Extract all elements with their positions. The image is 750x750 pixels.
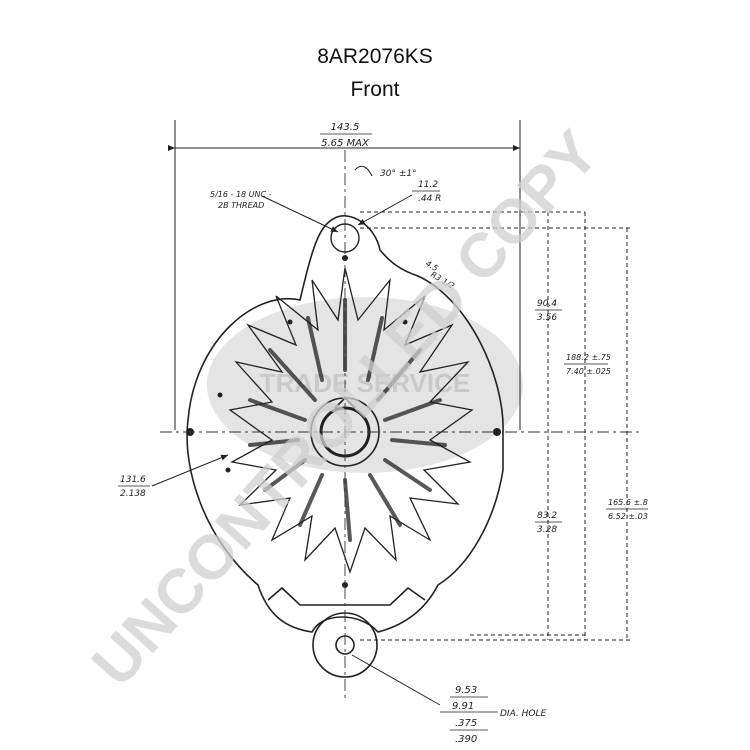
vent-slots	[248, 298, 447, 542]
hole-dim-a: 9.53	[455, 685, 477, 696]
bottom-mount-lug	[267, 586, 426, 678]
overall-width-dimension	[168, 120, 521, 430]
watermark-logo-text: TRADE SERVICE	[260, 368, 470, 398]
boss-angle-note: 30° ±1°	[380, 169, 417, 179]
right-dimension-lines	[360, 211, 630, 641]
thread-note-line2: 2B THREAD	[218, 201, 264, 210]
mount-span-in: 7.40 ±.025	[566, 367, 611, 376]
lower-height-in: 3.28	[537, 525, 557, 535]
overall-width-mm: 143.5	[331, 122, 360, 133]
overall-width-in: 5.65 MAX	[321, 138, 370, 149]
hole-label: DIA. HOLE	[500, 709, 546, 719]
upper-height-mm: 90.4	[537, 299, 557, 309]
total-right-mm: 165.6 ±.8	[608, 498, 648, 507]
boss-radius-in: .44 R	[418, 194, 441, 204]
hole-dim-b: 9.91	[452, 701, 474, 712]
lower-height-mm: 83.2	[537, 511, 557, 521]
fan-blades	[228, 267, 474, 575]
view-subtitle: Front	[350, 78, 400, 101]
boss-radius-mm: 11.2	[418, 180, 438, 190]
mount-span-mm: 188.2 ±.75	[566, 353, 611, 362]
watermark-diagonal-text: UNCONTROLLED COPY	[79, 118, 612, 699]
center-lines	[160, 150, 640, 700]
total-right-in: 6.52 ±.03	[608, 512, 648, 521]
left-radius-mm: 131.6	[120, 475, 146, 485]
thread-note-line1: 5/16 - 18 UNC -	[210, 190, 272, 199]
upper-height-in: 3.56	[537, 313, 557, 323]
hole-dim-c: .375	[455, 718, 477, 729]
left-radius-in: 2.138	[120, 489, 146, 499]
housing-outline	[186, 215, 504, 633]
part-number-title: 8AR2076KS	[317, 45, 433, 68]
hole-dim-d: .390	[455, 734, 477, 745]
